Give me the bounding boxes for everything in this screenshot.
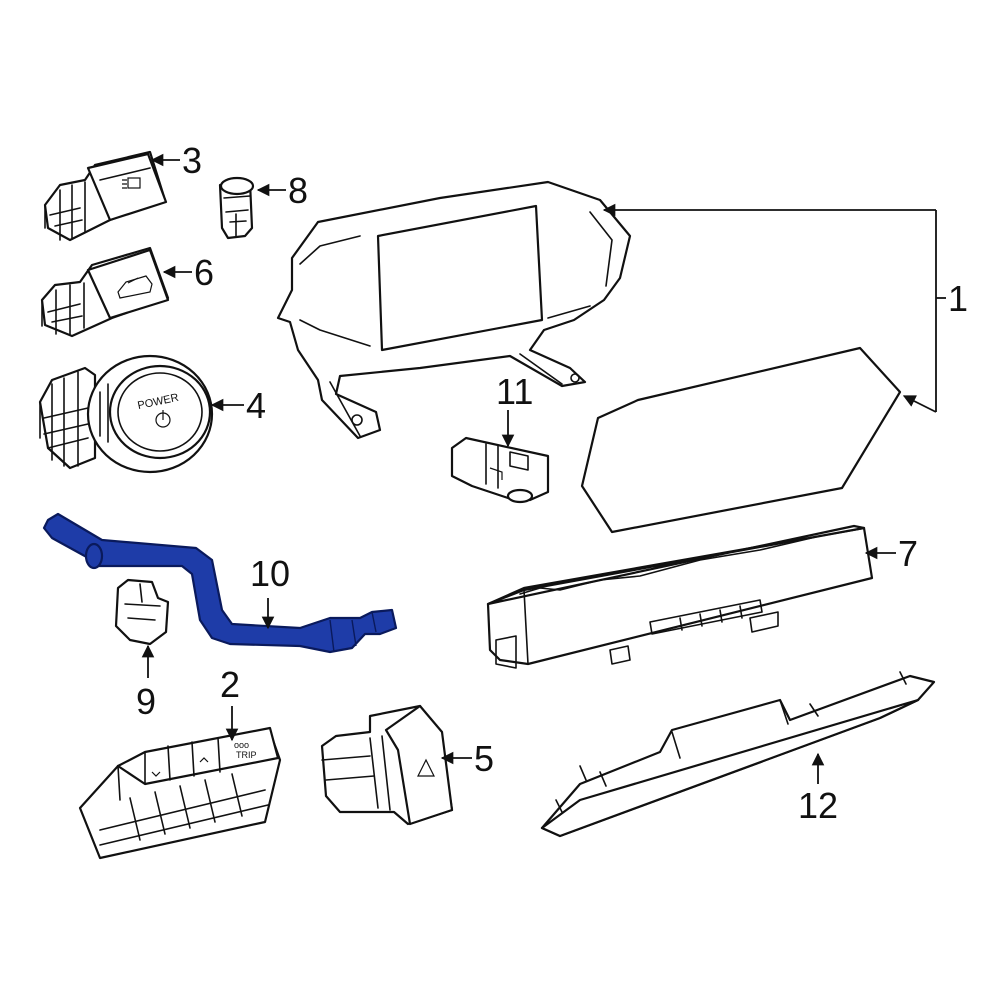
headlight-leveling-icon: [122, 177, 141, 189]
part-4-power-switch: POWER: [38, 354, 214, 474]
part-9-clip: [114, 578, 170, 646]
part-10-cable-highlighted: [42, 512, 398, 654]
callout-12: 12: [798, 785, 838, 826]
trip-label: TRIP: [236, 750, 257, 760]
hazard-triangle-icon: [417, 758, 435, 777]
callout-9: 9: [136, 681, 156, 722]
chevron-down-icon: [151, 771, 161, 777]
part-11-sensor: [450, 436, 550, 504]
callout-6: 6: [194, 252, 214, 293]
callout-4: 4: [246, 385, 266, 426]
part-8-connector: [218, 176, 255, 240]
part-7-control-module: [486, 524, 874, 669]
callout-11: 11: [496, 371, 533, 412]
part-1-cluster-housing: [276, 180, 632, 440]
callout-2: 2: [220, 664, 240, 705]
callout-5: 5: [474, 738, 494, 779]
callout-7: 7: [898, 533, 918, 574]
part-1-lens: [580, 346, 902, 534]
callout-1: 1: [948, 278, 968, 319]
callout-8: 8: [288, 170, 308, 211]
callout-10: 10: [250, 553, 290, 594]
trunk-open-icon: [117, 275, 153, 299]
trip-dots: ooo: [234, 740, 249, 750]
power-symbol-icon: [155, 410, 171, 428]
part-5-hazard-switch: [320, 704, 454, 826]
part-2-trip-switch-panel: ooo TRIP: [78, 726, 282, 860]
part-3-headlight-switch: [43, 150, 168, 242]
chevron-up-icon: [199, 757, 209, 763]
callout-numbers: 1 2 3 4 5 6 7 8 9 10 11 12: [136, 140, 968, 826]
callout-3: 3: [182, 140, 202, 181]
leader-lines: [141, 153, 946, 784]
part-12-trim-panel: [540, 671, 936, 838]
part-6-trunk-switch: [40, 246, 170, 338]
